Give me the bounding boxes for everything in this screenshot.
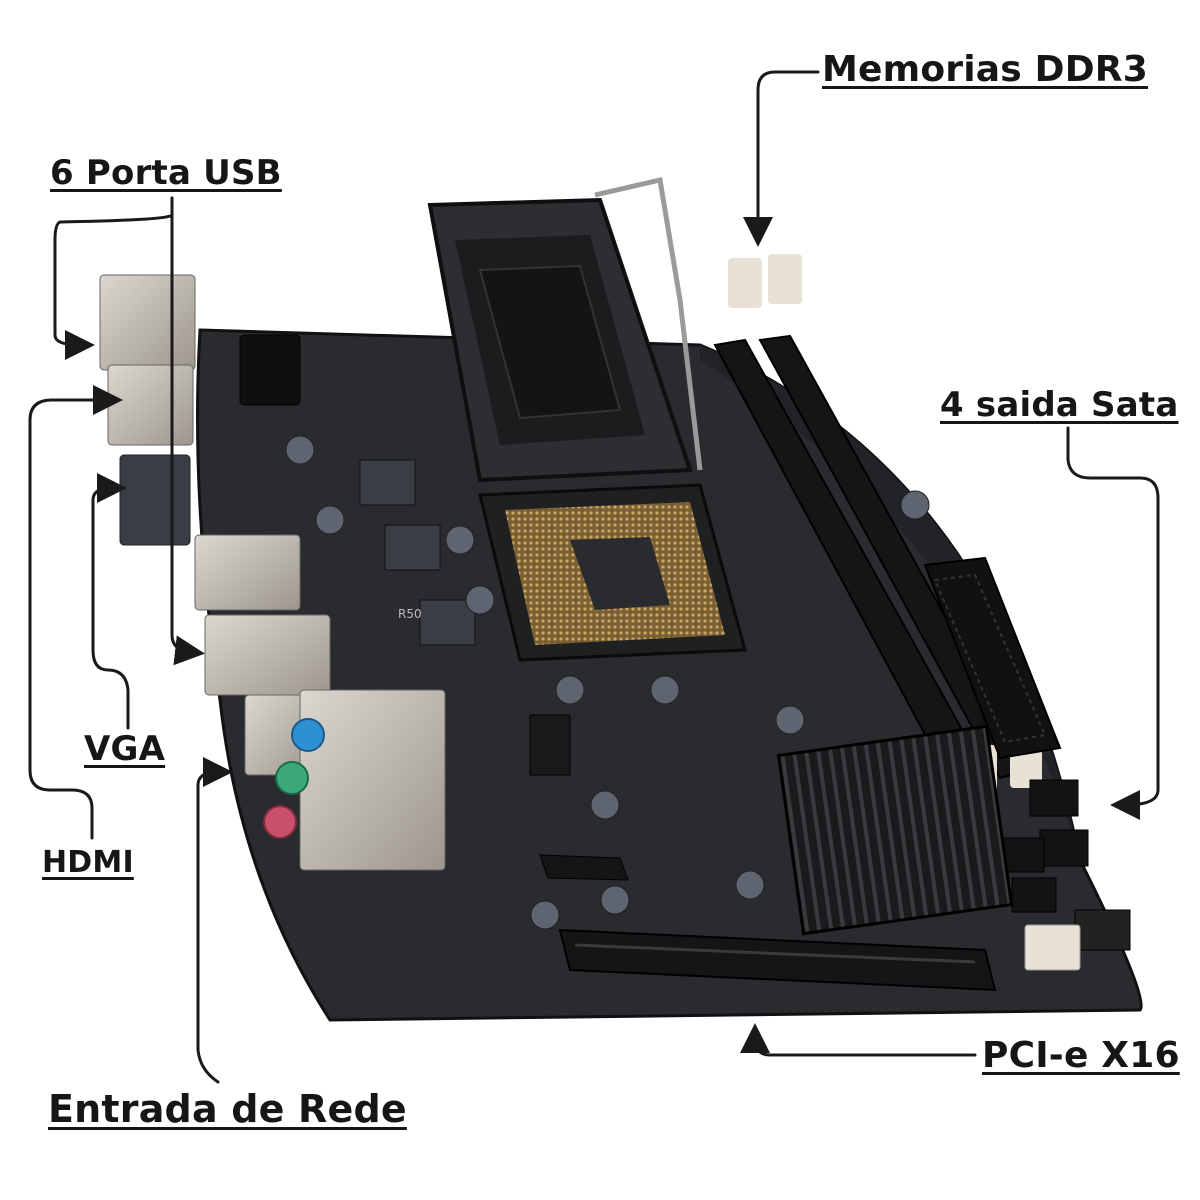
label-hdmi: HDMI (42, 845, 134, 880)
callout-lines (28, 70, 1160, 1084)
sata-ports (999, 779, 1089, 913)
chip-marking: R50 (398, 607, 422, 621)
cpu-socket (427, 176, 747, 662)
usb-port (99, 274, 196, 371)
front-panel-header (1024, 909, 1131, 971)
callout-rede (196, 757, 233, 1084)
vga-port (119, 454, 191, 546)
audio-jack-pink (263, 805, 297, 839)
callout-usb-bottom (170, 196, 205, 666)
label-pci-e-x16: PCI-e X16 (982, 1035, 1180, 1076)
usb-port (194, 534, 301, 611)
chipset-heatsink (776, 724, 1014, 936)
callout-sata (1066, 426, 1160, 820)
callout-usb-top (53, 196, 174, 360)
label-4-saida-sata: 4 saida Sata (940, 385, 1179, 425)
back-io-panel (99, 274, 446, 871)
callout-hdmi (28, 385, 123, 840)
label-entrada-de-rede: Entrada de Rede (48, 1087, 407, 1131)
hdmi-port (107, 364, 194, 446)
callout-memorias (743, 70, 820, 247)
audio-jack-blue (291, 718, 325, 752)
audio-shield (299, 689, 446, 871)
dimm-latch (768, 254, 802, 304)
dimm-latch (728, 258, 762, 308)
label-vga: VGA (84, 729, 166, 769)
callout-pcie (740, 1023, 977, 1057)
label-memorias-ddr3: Memorias DDR3 (822, 49, 1148, 90)
pcie-x16-slot (539, 854, 997, 992)
usb-port (204, 614, 331, 696)
callout-vga (91, 473, 130, 730)
audio-jack-green (275, 761, 309, 795)
vrm-components: R50 (285, 435, 930, 930)
label-6-porta-usb: 6 Porta USB (50, 153, 282, 193)
atx-power-connector (923, 556, 1062, 760)
cpu-power-connector (239, 334, 301, 406)
